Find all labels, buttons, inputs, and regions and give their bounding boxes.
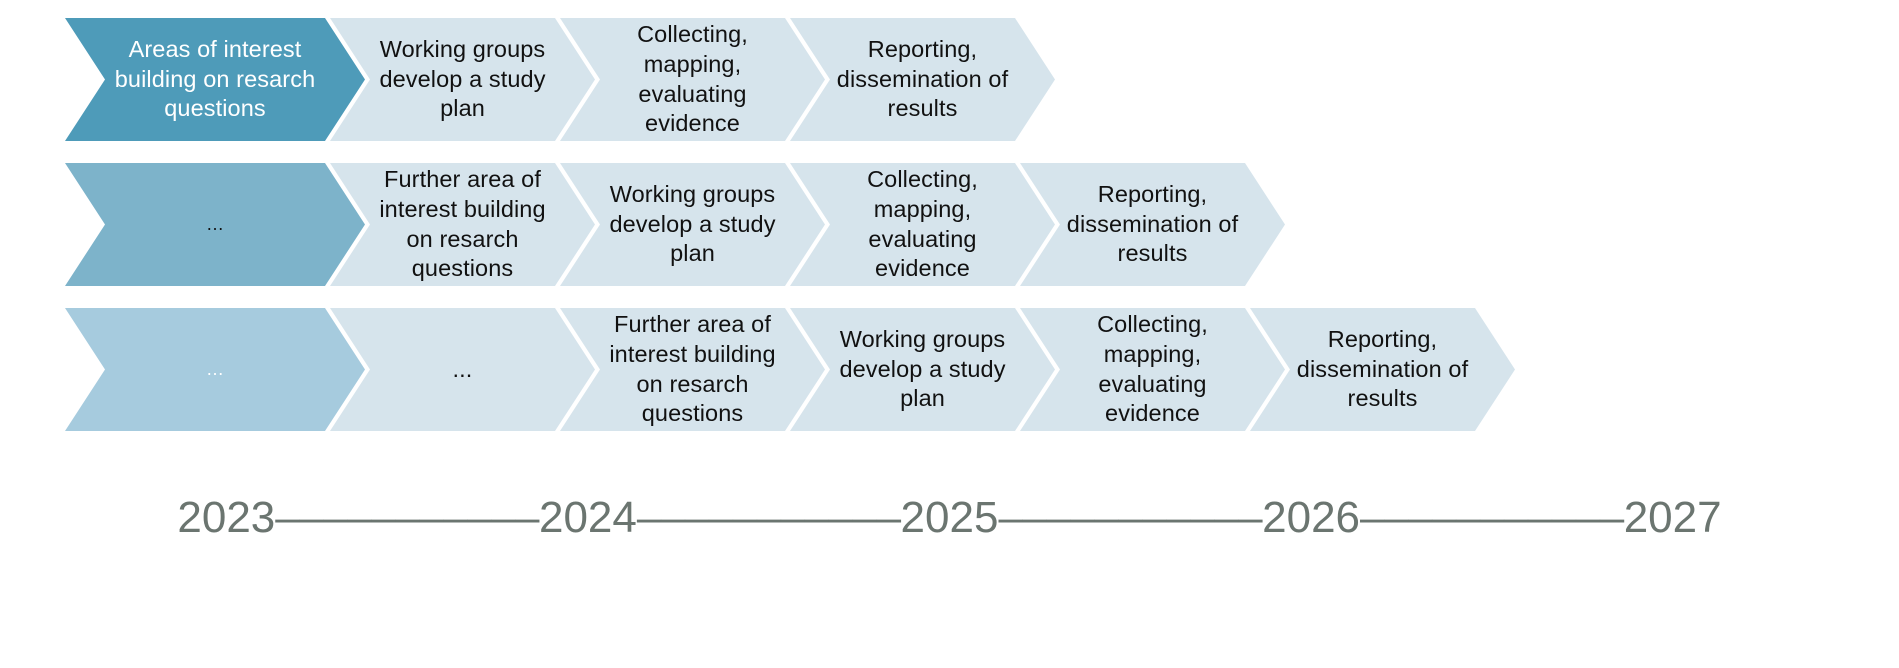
chevron-step[interactable]: Collecting, mapping, evaluating evidence [1020, 308, 1285, 431]
chevron-step[interactable]: Working groups develop a study plan [330, 18, 595, 141]
chevron-step-label: Collecting, mapping, evaluating evidence [1097, 310, 1208, 427]
timeline-year: 2024 [538, 493, 637, 542]
chevron-step-label: Further area of interest building on res… [609, 310, 776, 427]
chevron-step-label: Areas of interest building on resarch qu… [114, 35, 316, 122]
timeline-separator: ––––––––––– [275, 493, 539, 542]
chevron-step[interactable]: Reporting, dissemination of results [1250, 308, 1515, 431]
timeline-year: 2026 [1262, 493, 1361, 542]
timeline-year-axis: 2023–––––––––––2024–––––––––––2025––––––… [0, 478, 1899, 558]
chevron-step-label: Reporting, dissemination of results [836, 35, 1009, 122]
chevron-step-label: Reporting, dissemination of results [1066, 180, 1239, 267]
chevron-step[interactable]: … [65, 308, 365, 431]
chevron-step-label: Working groups develop a study plan [609, 180, 776, 267]
chevron-step-label: ... [452, 355, 473, 382]
timeline-year: 2027 [1623, 493, 1722, 542]
chevron-step-label: … [205, 359, 225, 380]
chevron-step[interactable]: ... [330, 308, 595, 431]
row-3: …... Further area of interest building on… [0, 308, 1899, 431]
row-2: … Further area of interest building on re… [0, 163, 1899, 286]
chevron-step[interactable]: Further area of interest building on res… [560, 308, 825, 431]
chevron-step-label: Working groups develop a study plan [839, 325, 1006, 412]
chevron-step[interactable]: Working groups develop a study plan [790, 308, 1055, 431]
timeline-separator: ––––––––––– [1360, 493, 1624, 542]
chevron-step[interactable]: Further area of interest building on res… [330, 163, 595, 286]
chevron-step[interactable]: Working groups develop a study plan [560, 163, 825, 286]
chevron-step[interactable]: Collecting, mapping, evaluating evidence [790, 163, 1055, 286]
chevron-step-label: Further area of interest building on res… [379, 165, 546, 282]
chevron-step[interactable]: … [65, 163, 365, 286]
timeline-separator: ––––––––––– [636, 493, 901, 542]
chevron-step-label: Collecting, mapping, evaluating evidence [637, 20, 748, 137]
chevron-step[interactable]: Areas of interest building on resarch qu… [65, 18, 365, 141]
row-1: Areas of interest building on resarch qu… [0, 18, 1899, 141]
chevron-step-label: Collecting, mapping, evaluating evidence [867, 165, 978, 282]
timeline-year: 2023 [177, 493, 276, 542]
timeline-year: 2025 [900, 493, 999, 542]
chevron-step-label: Working groups develop a study plan [379, 35, 546, 122]
chevron-step-label: … [205, 214, 225, 235]
chevron-step[interactable]: Reporting, dissemination of results [1020, 163, 1285, 286]
chevron-step[interactable]: Reporting, dissemination of results [790, 18, 1055, 141]
chevron-step[interactable]: Collecting, mapping, evaluating evidence [560, 18, 825, 141]
timeline-separator: ––––––––––– [998, 493, 1263, 542]
chevron-step-label: Reporting, dissemination of results [1296, 325, 1469, 412]
